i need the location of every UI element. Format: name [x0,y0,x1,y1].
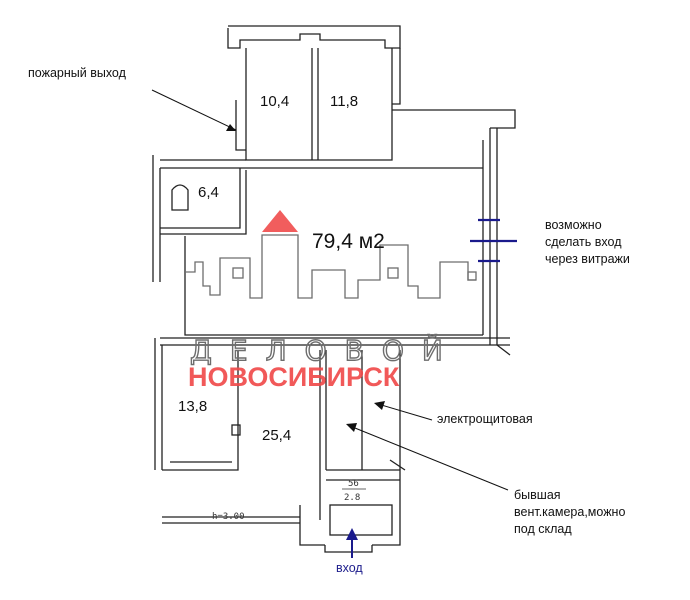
room-area-label: 25,4 [262,427,291,444]
annotations: пожарный выход возможно сделать вход чер… [28,66,630,575]
storefront-note-2: сделать вход [545,235,622,249]
entrance-label: вход [336,561,363,575]
storefront-note-3: через витражи [545,252,630,266]
vent-note-1: бывшая [514,488,561,502]
walls [152,25,516,553]
logo-roof-icon [262,210,298,232]
room-labels: 10,4 11,8 6,4 13,8 25,4 79,4 м2 [178,93,385,444]
arrow-icon [374,401,385,410]
fraction-bottom: 2.8 [344,493,360,503]
room-area-label: 11,8 [330,93,358,110]
vent-note-2: вент.камера,можно [514,505,625,519]
storefront-note-1: возможно [545,218,602,232]
room-area-label: 6,4 [198,184,219,201]
fraction-top: 56 [348,479,359,489]
entrance-arrow-icon [346,528,358,540]
storefront-markers [470,218,517,263]
fire-exit-note: пожарный выход [28,66,127,80]
watermark-logo: ДЕЛОВОЙ НОВОСИБИРСК [185,210,477,392]
electrical-room-note: электрощитовая [437,412,533,426]
arrow-icon [226,124,236,131]
watermark-line2: НОВОСИБИРСК [188,362,400,392]
ceiling-height-mark: h=3.00 [212,512,245,522]
main-hall-area: 79,4 м2 [312,230,385,253]
room-area-label: 13,8 [178,398,207,415]
watermark-line1: ДЕЛОВОЙ [190,333,461,367]
vent-note-3: под склад [514,522,572,536]
arrow-icon [346,423,357,432]
room-area-label: 10,4 [260,93,289,110]
technical-marks: h=3.00 56 2.8 [212,479,366,522]
